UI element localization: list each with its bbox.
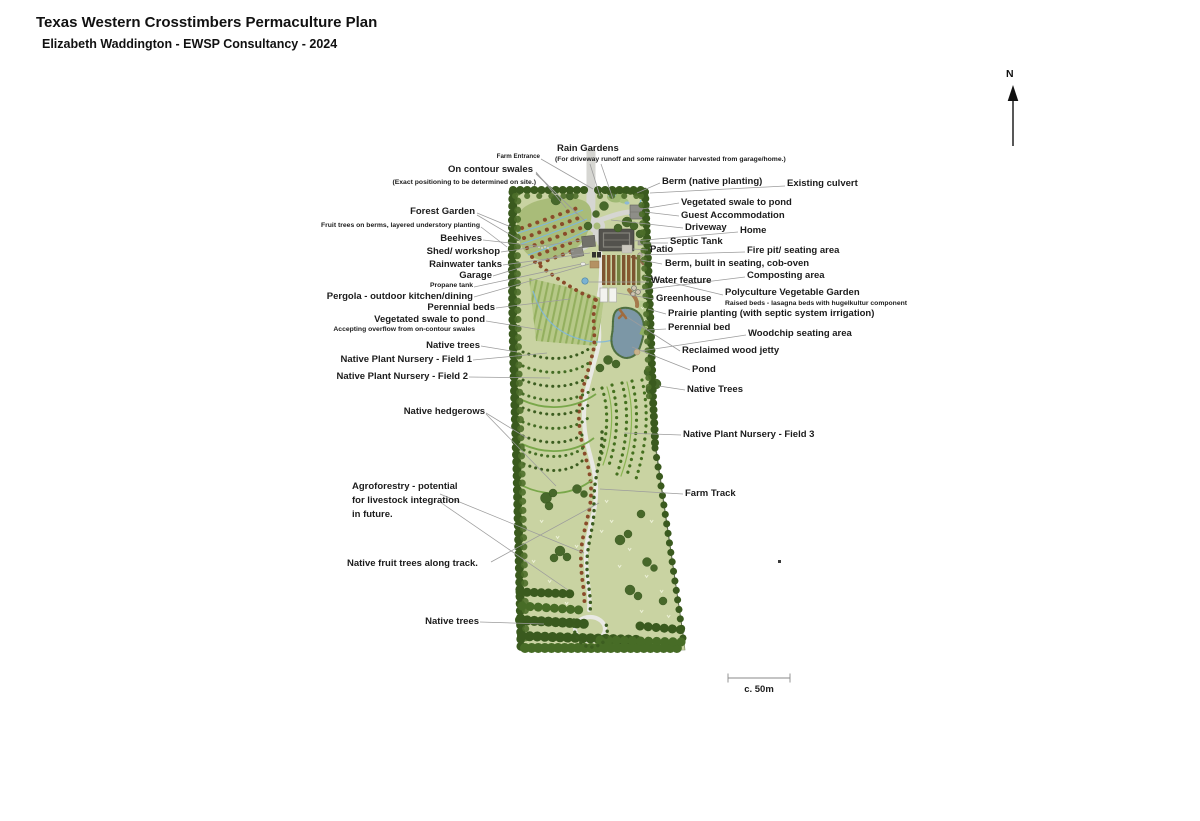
label-guest-accommodation: Guest Accommodation: [681, 210, 785, 221]
label-perennial-bed-right: Perennial bed: [668, 322, 731, 333]
label-forest-garden: Forest Garden: [410, 206, 475, 217]
label-vegetated-swale-left: Vegetated swale to pond: [374, 314, 485, 325]
label-rainwater-tanks: Rainwater tanks: [429, 259, 502, 270]
label-berm-seating: Berm, built in seating, cob-oven: [665, 258, 810, 269]
label-forest-garden-sub: Fruit trees on berms, layered understory…: [320, 222, 480, 229]
label-rain-gardens-sub: (For driveway runoff and some rainwater …: [555, 156, 786, 163]
perimeter-trees: [507, 186, 689, 653]
label-shed-workshop: Shed/ workshop: [426, 246, 500, 257]
label-nursery-field-1: Native Plant Nursery - Field 1: [340, 354, 472, 365]
label-garage: Garage: [459, 270, 492, 281]
label-greenhouse: Greenhouse: [656, 293, 712, 304]
scale-bar-label: c. 50m: [744, 684, 774, 695]
label-woodchip-seating: Woodchip seating area: [748, 328, 852, 339]
nursery-field-3: [585, 378, 648, 614]
hedgerow-lines: [521, 393, 597, 494]
label-composting-area: Composting area: [747, 270, 825, 281]
label-native-fruit-trees: Native fruit trees along track.: [347, 558, 478, 569]
label-vegetated-swale-right: Vegetated swale to pond: [681, 197, 792, 208]
label-perennial-beds: Perennial beds: [427, 302, 495, 313]
grass-marks: [531, 499, 671, 619]
label-fire-pit: Fire pit/ seating area: [747, 245, 840, 256]
page-title: Texas Western Crosstimbers Permaculture …: [36, 14, 378, 31]
label-septic-tank: Septic Tank: [670, 236, 723, 247]
label-farm-entrance: Farm Entrance: [496, 153, 540, 160]
scale-bar: [727, 673, 791, 683]
water-feature-marker: [581, 277, 589, 285]
label-rain-gardens: Rain Gardens: [557, 143, 619, 154]
label-existing-culvert: Existing culvert: [787, 178, 858, 189]
label-native-trees-bottom: Native trees: [425, 616, 479, 627]
label-native-trees-right: Native Trees: [687, 384, 743, 395]
label-prairie-planting: Prairie planting (with septic system irr…: [668, 308, 875, 319]
pasture-tree-clusters: [540, 191, 668, 606]
north-arrow: [1007, 85, 1019, 146]
label-native-hedgerows: Native hedgerows: [403, 406, 485, 417]
label-on-contour-swales: On contour swales: [448, 164, 533, 175]
shed-workshop-building: [581, 235, 596, 248]
label-pond: Pond: [692, 364, 716, 375]
label-beehives: Beehives: [440, 233, 482, 244]
greenhouse-building: [599, 287, 617, 303]
composting-circles: [630, 285, 641, 297]
label-patio: Patio: [650, 244, 674, 255]
rainwater-tank-1: [592, 252, 596, 258]
stray-dot: [778, 560, 781, 563]
north-label: N: [1006, 68, 1014, 80]
leader-lines: [439, 158, 786, 625]
label-agroforestry: Agroforestry - potential for livestock i…: [352, 481, 460, 520]
vegetated-swale-line: [532, 290, 613, 343]
label-nursery-field-3: Native Plant Nursery - Field 3: [683, 429, 815, 440]
label-polyculture-garden-sub: Raised beds - lasagna beds with hugelkul…: [725, 300, 908, 307]
label-home: Home: [740, 225, 767, 236]
label-native-trees-left: Native trees: [426, 340, 480, 351]
label-nursery-field-2: Native Plant Nursery - Field 2: [336, 371, 468, 382]
rainwater-tank-2: [597, 252, 601, 258]
label-water-feature: Water feature: [651, 275, 712, 286]
forest-garden-zone: [516, 197, 592, 265]
label-farm-track: Farm Track: [685, 488, 736, 499]
patio-area: [621, 244, 633, 254]
label-vegetated-swale-left-sub: Accepting overflow from on-contour swale…: [333, 326, 475, 333]
fruit-trees-along-track: [533, 260, 598, 610]
buildings: [570, 204, 645, 303]
label-propane-tank: Propane tank: [429, 282, 473, 289]
label-on-contour-swales-sub: (Exact positioning to be determined on s…: [392, 179, 536, 186]
label-berm-native-planting: Berm (native planting): [662, 176, 763, 187]
label-polyculture-garden: Polyculture Vegetable Garden: [725, 287, 860, 298]
perennial-bed-small: [639, 325, 648, 336]
label-reclaimed-wood-jetty: Reclaimed wood jetty: [682, 345, 780, 356]
pergola-area: [589, 260, 600, 269]
perennial-beds-field: [529, 278, 604, 346]
raised-beds: [602, 255, 641, 285]
label-pergola: Pergola - outdoor kitchen/dining: [326, 291, 473, 302]
page-subtitle: Elizabeth Waddington - EWSP Consultancy …: [42, 37, 338, 51]
label-driveway: Driveway: [685, 222, 727, 233]
jetty: [617, 308, 628, 320]
beehive-dots: [537, 245, 550, 250]
